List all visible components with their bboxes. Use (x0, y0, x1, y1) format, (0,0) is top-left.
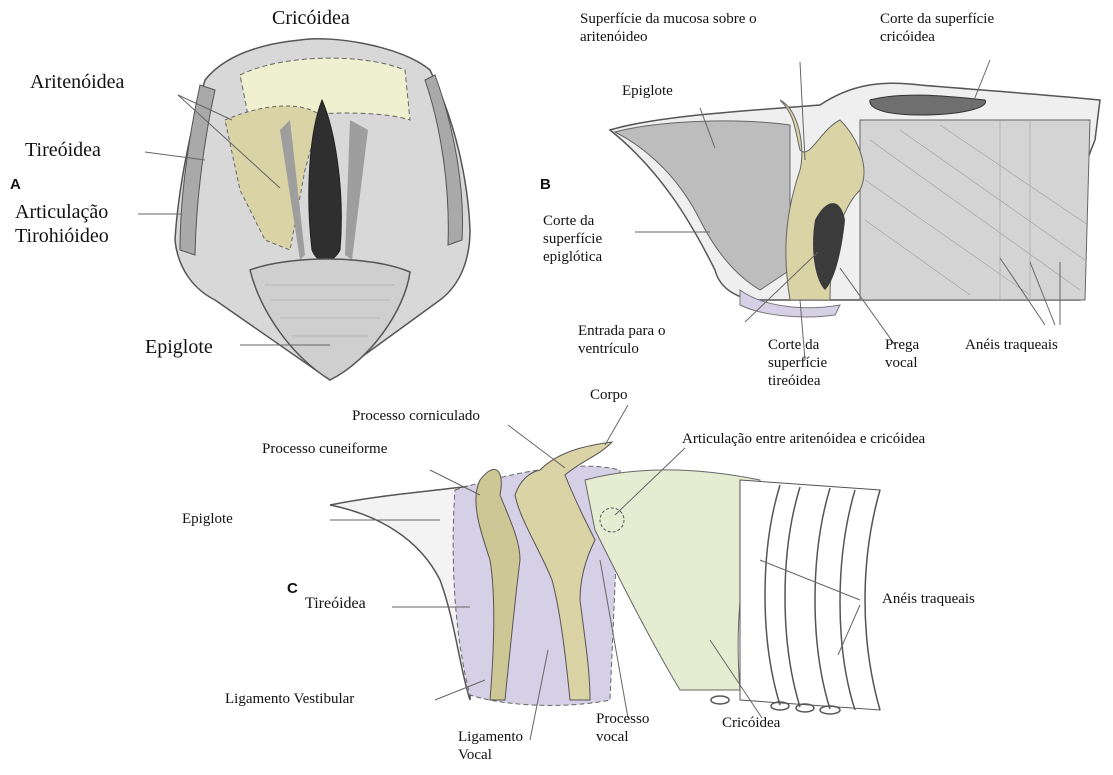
label-b-corte-superficie-tireoidea: Corte da superfície tireóidea (768, 336, 827, 390)
label-c-processo-vocal: Processo vocal (596, 710, 649, 746)
label-c-aneis-traqueais: Anéis traqueais (882, 590, 975, 608)
label-a-articulacao-tirohioideo: Articulação Tirohióideo (15, 200, 109, 248)
label-c-processo-corniculado: Processo corniculado (352, 407, 480, 425)
label-c-corpo: Corpo (590, 386, 628, 404)
label-c-epiglote: Epiglote (182, 510, 233, 528)
label-b-superficie-mucosa: Superfície da mucosa sobre o aritenóideo (580, 10, 757, 46)
label-b-corte-superficie-epiglotica: Corte da superfície epiglótica (543, 212, 602, 266)
epiglottis-b (615, 121, 790, 290)
label-c-tireoidea: Tireóidea (305, 594, 366, 613)
panel-a-drawing (138, 39, 470, 380)
posterior-wall-b (860, 120, 1090, 300)
label-c-cricoidea: Cricóidea (722, 714, 780, 732)
label-a-epiglote: Epiglote (145, 335, 213, 359)
panel-letter-a: A (10, 176, 21, 194)
label-b-epiglote: Epiglote (622, 82, 673, 100)
panel-letter-b: B (540, 176, 551, 194)
label-b-prega-vocal: Prega vocal (885, 336, 919, 372)
label-a-tireoidea: Tireóidea (25, 138, 101, 162)
panel-c-drawing (330, 405, 880, 740)
label-c-ligamento-vocal: Ligamento Vocal (458, 728, 523, 764)
label-b-entrada-ventriculo: Entrada para o ventrículo (578, 322, 665, 358)
label-c-articulacao-aritenoidea-cricoidea: Articulação entre aritenóidea e cricóide… (682, 430, 925, 448)
label-c-processo-cuneiforme: Processo cuneiforme (262, 440, 387, 458)
label-b-corte-superficie-cricoidea: Corte da superfície cricóidea (880, 10, 994, 46)
label-a-aritenoidea: Aritenóidea (30, 70, 124, 94)
panel-letter-c: C (287, 580, 298, 598)
trachea-body-c (740, 480, 880, 710)
label-c-ligamento-vestibular: Ligamento Vestibular (225, 690, 354, 708)
label-b-aneis-traqueais: Anéis traqueais (965, 336, 1058, 354)
label-a-cricoidea: Cricóidea (272, 6, 350, 30)
panel-b-drawing (610, 60, 1100, 360)
epiglottis-a (250, 259, 410, 380)
